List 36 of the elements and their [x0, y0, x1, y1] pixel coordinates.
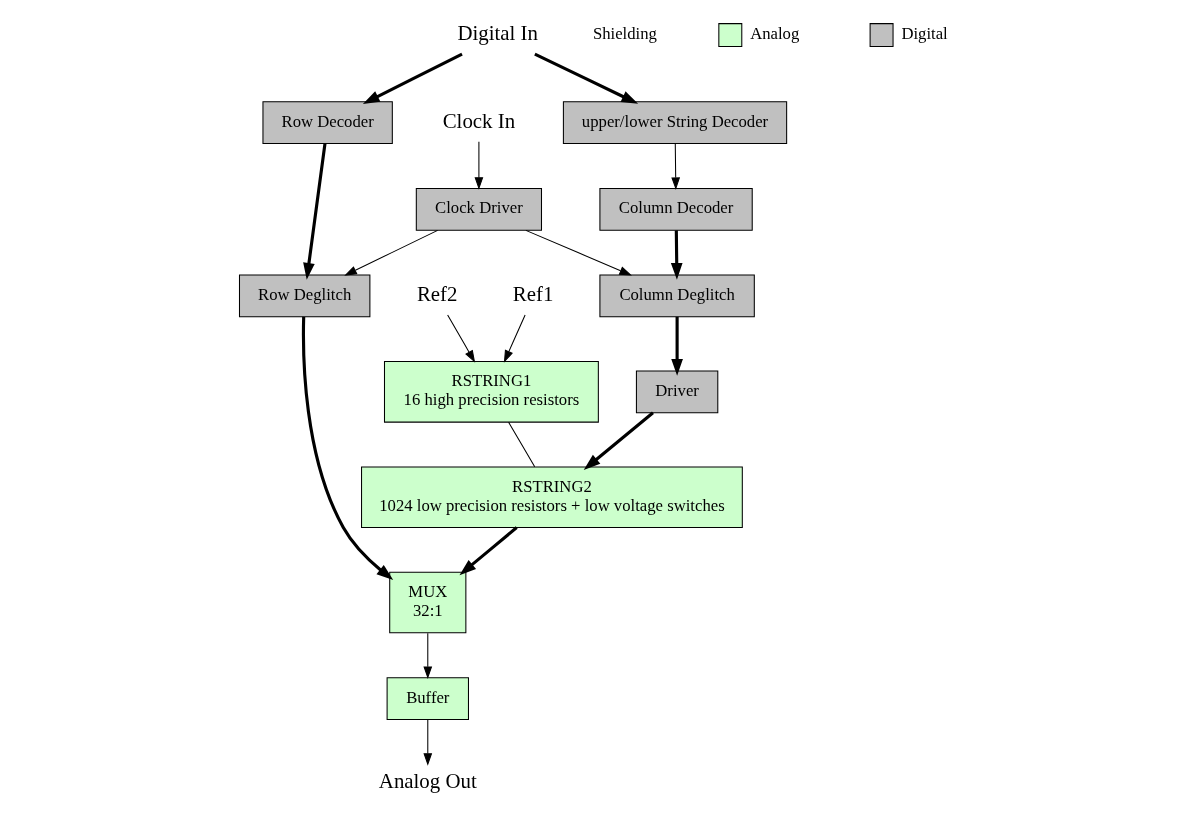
legend-label: Analog: [749, 23, 799, 43]
arrow: [474, 140, 483, 190]
connector: [507, 421, 535, 467]
node-box: Column Decoder: [598, 187, 753, 231]
arrow: [422, 718, 432, 766]
arrow: [446, 314, 475, 363]
arrow: [343, 229, 438, 276]
node-box: Clock Driver: [415, 187, 542, 231]
node-box: Column Deglitch: [598, 274, 755, 317]
arrow: [524, 229, 632, 276]
node-box: RSTRING2 1024 low precision resistors + low voltage switches: [360, 465, 743, 528]
node-box: Driver: [635, 369, 718, 413]
node-box: upper/lower String Decoder: [562, 100, 787, 144]
arrow: [670, 229, 683, 280]
node-box: Row Decoder: [261, 100, 393, 144]
arrow: [422, 632, 432, 679]
arrow: [670, 316, 683, 376]
arrow: [670, 142, 680, 190]
node-box: MUX 32:1: [388, 571, 466, 633]
node-text: Digital In: [456, 20, 538, 45]
arrow: [583, 411, 654, 470]
node-box: RSTRING1 16 high precision resistors: [383, 360, 599, 423]
arrow: [503, 314, 526, 363]
arrow: [301, 316, 393, 580]
arrow: [533, 52, 638, 104]
arrow: [362, 52, 463, 104]
node-text: Clock In: [442, 108, 515, 133]
arrow: [302, 143, 326, 280]
label: Shielding: [592, 23, 657, 43]
legend-label: Digital: [900, 23, 948, 43]
node-text: Analog Out: [378, 768, 477, 793]
node-text: Ref1: [512, 281, 553, 306]
arrow: [458, 525, 518, 575]
node-box: Row Deglitch: [238, 274, 370, 317]
node-text: Ref2: [416, 281, 457, 306]
node-box: Buffer: [386, 676, 469, 720]
